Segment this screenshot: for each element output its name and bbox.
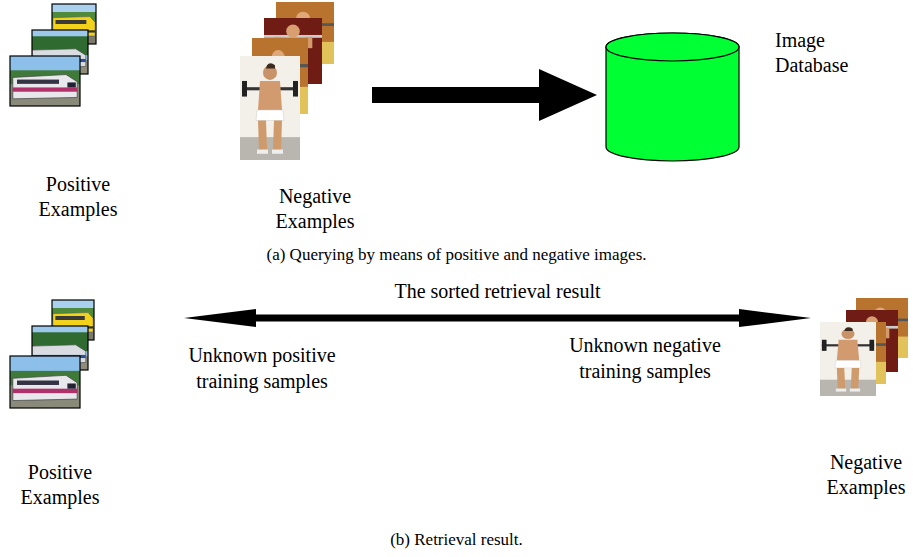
- node-label: Positive Examples: [28, 172, 128, 222]
- node-label: Negative Examples: [820, 450, 912, 500]
- photo: [240, 56, 300, 160]
- cylinder-outline: [605, 32, 740, 162]
- annotation: Unknown negative training samples: [540, 332, 750, 384]
- negative-photo-stack: [820, 298, 908, 396]
- negative-examples-group: Negative Examples: [232, 0, 368, 240]
- photo: [10, 356, 80, 408]
- positive-photo-stack: [10, 4, 96, 106]
- cylinder-top: [606, 33, 739, 61]
- node-label: Image Database: [775, 28, 885, 78]
- positive-photo-stack: [10, 300, 94, 408]
- photo: [820, 322, 876, 396]
- figure-caption: (b) Retrieval result.: [0, 529, 913, 551]
- flow-arrow: [184, 309, 811, 327]
- flow-arrow: [372, 69, 597, 121]
- figure-caption: (a) Querying by means of positive and ne…: [0, 244, 913, 266]
- node-label: Negative Examples: [265, 184, 365, 234]
- cylinder-body: [606, 33, 739, 161]
- negative-photo-stack: [240, 2, 334, 160]
- annotation: Unknown positive training samples: [167, 342, 357, 394]
- node-label: Positive Examples: [10, 460, 110, 510]
- photo-frame: [10, 356, 80, 408]
- edge-label: The sorted retrieval result: [390, 278, 604, 304]
- photo-frame: [10, 56, 80, 106]
- negative-examples-group: Negative Examples: [815, 295, 907, 510]
- photo: [10, 56, 80, 106]
- positive-examples-group: Positive Examples: [5, 0, 135, 226]
- positive-examples-group: Positive Examples: [5, 295, 180, 517]
- database-cylinder: Image Database: [605, 32, 740, 162]
